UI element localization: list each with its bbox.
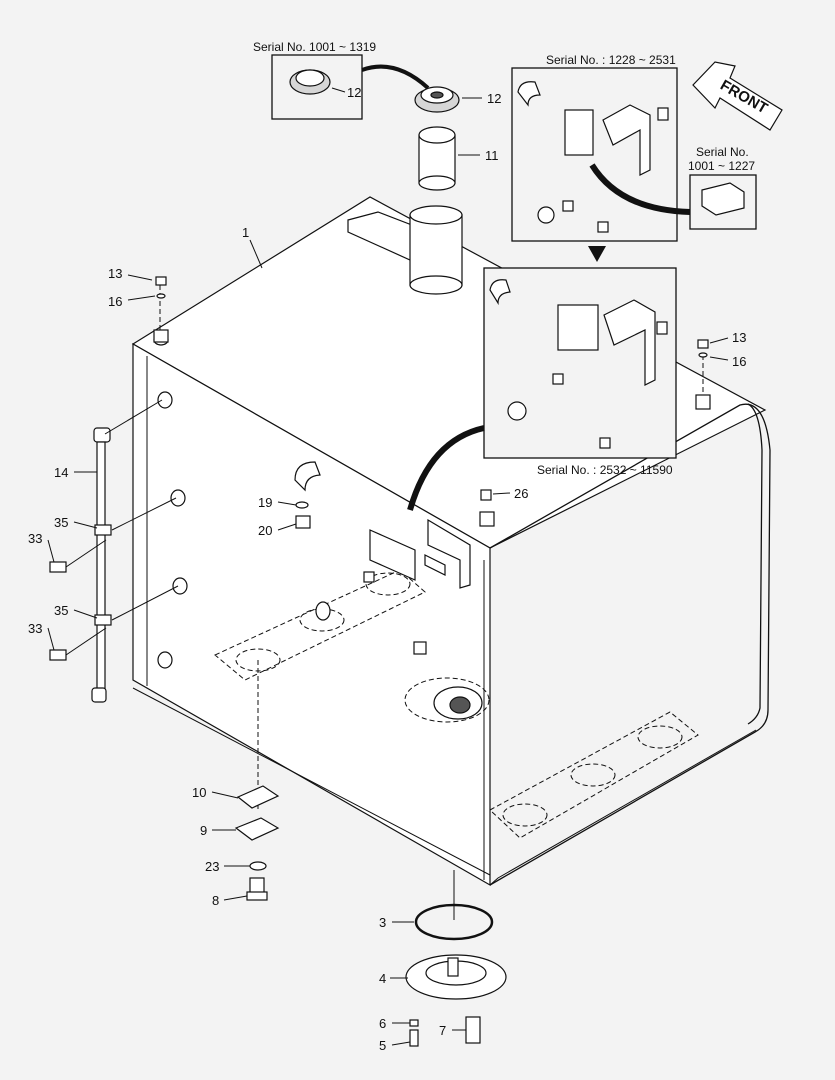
detail-box-bracket-c — [407, 267, 677, 511]
callout-19: 19 — [258, 495, 272, 510]
callout-33-top: 33 — [28, 531, 42, 546]
callout-11: 11 — [485, 148, 499, 163]
callout-9: 9 — [200, 823, 207, 838]
callout-4: 4 — [379, 971, 386, 986]
level-gauge-pipe — [49, 399, 179, 703]
callout-16-right: 16 — [732, 354, 746, 369]
callout-33-bottom: 33 — [28, 621, 42, 636]
callout-12-detail: 12 — [347, 85, 361, 100]
callout-35-top: 35 — [54, 515, 68, 530]
spacer-plates — [234, 785, 280, 901]
callout-6: 6 — [379, 1016, 386, 1031]
callout-8: 8 — [212, 893, 219, 908]
tank-body — [131, 196, 771, 887]
callout-13-left: 13 — [108, 266, 122, 281]
filler-neck-assembly — [347, 205, 463, 295]
callout-13-right: 13 — [732, 330, 746, 345]
strainer-tube — [418, 126, 456, 191]
caption-mount-range-c: Serial No. : 2532 ~ 11590 — [537, 463, 673, 477]
callout-12: 12 — [487, 91, 501, 106]
detail-box-strainer-cap — [271, 54, 430, 120]
hidden-pad-outlines — [159, 285, 704, 839]
caption-mount-range-b-line2: 1001 ~ 1227 — [688, 159, 755, 173]
callout-7: 7 — [439, 1023, 446, 1038]
front-arrow-icon: FRONT — [692, 61, 783, 131]
caption-mount-range-a: Serial No. : 1228 ~ 2531 — [546, 53, 676, 67]
callout-leaders — [47, 87, 729, 1046]
mounting-bracket — [315, 518, 471, 655]
callout-23: 23 — [205, 859, 219, 874]
detail-box-bracket-a — [511, 67, 691, 262]
side-bosses — [153, 329, 711, 669]
callout-1: 1 — [242, 225, 249, 240]
caption-mount-range-b-line1: Serial No. — [696, 145, 749, 159]
callout-3: 3 — [379, 915, 386, 930]
top-bolts — [155, 276, 709, 501]
callout-26: 26 — [514, 486, 528, 501]
caption-strainer-cap-range: Serial No. 1001 ~ 1319 — [253, 40, 376, 54]
drain-opening — [433, 686, 483, 720]
callout-14: 14 — [54, 465, 68, 480]
callout-20: 20 — [258, 523, 272, 538]
detail-box-block — [689, 174, 757, 230]
filler-cap — [414, 86, 460, 113]
callout-5: 5 — [379, 1038, 386, 1053]
callout-35-bottom: 35 — [54, 603, 68, 618]
drain-cover-assembly — [405, 870, 507, 1047]
callout-10: 10 — [192, 785, 206, 800]
callout-16-left: 16 — [108, 294, 122, 309]
